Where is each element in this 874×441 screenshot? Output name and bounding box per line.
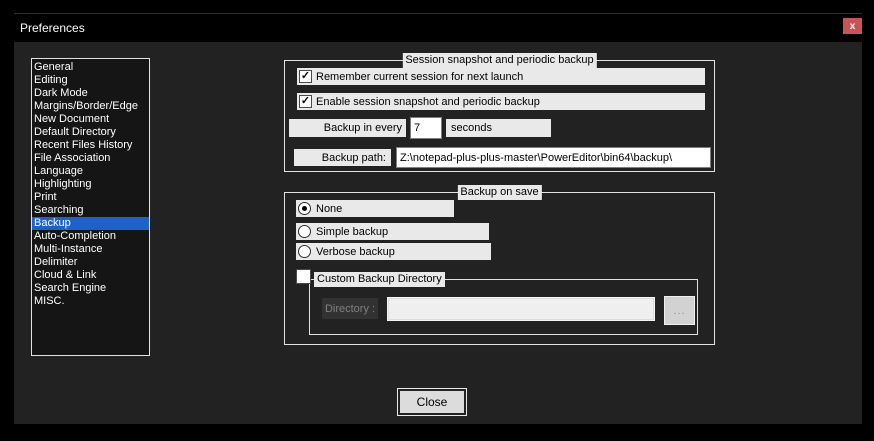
radio-option-verbose-backup[interactable]: Verbose backup [296, 243, 491, 260]
sidebar-item-searching[interactable]: Searching [34, 204, 84, 216]
remember-session-label: Remember current session for next launch [316, 70, 524, 83]
sidebar-item-new-document[interactable]: New Document [34, 113, 110, 125]
sidebar-item-misc-[interactable]: MISC. [34, 295, 65, 307]
custom-backup-directory-group: Custom Backup Directory Directory : ... [309, 272, 698, 335]
backup-interval-seconds-label: seconds [446, 119, 551, 137]
radio-icon[interactable] [298, 245, 311, 258]
sidebar-item-language[interactable]: Language [34, 165, 83, 177]
checkbox-checked-icon[interactable]: ✓ [299, 95, 312, 108]
sidebar-item-cloud-link[interactable]: Cloud & Link [34, 269, 97, 281]
radio-selected-icon[interactable] [298, 202, 311, 215]
backup-interval-input[interactable] [410, 117, 442, 139]
custom-backup-directory-checkbox[interactable] [296, 269, 311, 284]
session-snapshot-group-title: Session snapshot and periodic backup [402, 53, 597, 68]
sidebar-item-search-engine[interactable]: Search Engine [34, 282, 107, 294]
sidebar-item-recent-files-history[interactable]: Recent Files History [34, 139, 133, 151]
remember-session-checkbox[interactable]: ✓ Remember current session for next laun… [297, 68, 705, 85]
sidebar-item-highlighting[interactable]: Highlighting [34, 178, 92, 190]
radio-icon[interactable] [298, 225, 311, 238]
sidebar-item-backup[interactable]: Backup [32, 217, 149, 230]
enable-snapshot-label: Enable session snapshot and periodic bac… [316, 95, 540, 108]
custom-backup-directory-title: Custom Backup Directory [314, 272, 445, 287]
session-snapshot-group: Session snapshot and periodic backup ✓ R… [284, 53, 715, 172]
window-title: Preferences [20, 21, 85, 35]
sidebar-item-multi-instance[interactable]: Multi-Instance [34, 243, 103, 255]
radio-option-simple-backup[interactable]: Simple backup [296, 223, 489, 240]
sidebar-item-file-association[interactable]: File Association [34, 152, 111, 164]
sidebar-item-print[interactable]: Print [34, 191, 57, 203]
enable-snapshot-checkbox[interactable]: ✓ Enable session snapshot and periodic b… [297, 93, 705, 110]
sidebar-item-dark-mode[interactable]: Dark Mode [34, 87, 88, 99]
backup-on-save-group-title: Backup on save [457, 185, 542, 200]
radio-option-none[interactable]: None [296, 200, 454, 217]
sidebar-item-default-directory[interactable]: Default Directory [34, 126, 116, 138]
sidebar-item-auto-completion[interactable]: Auto-Completion [34, 230, 116, 242]
directory-label: Directory : [322, 298, 378, 319]
sidebar-item-delimiter[interactable]: Delimiter [34, 256, 78, 268]
backup-interval-label: Backup in every [289, 119, 406, 137]
titlebar[interactable]: Preferences x [14, 14, 862, 42]
sidebar-item-editing[interactable]: Editing [34, 74, 68, 86]
sidebar-item-general[interactable]: General [34, 61, 74, 73]
backup-path-label: Backup path: [294, 149, 391, 166]
directory-input [387, 297, 655, 321]
radio-option-label: Simple backup [316, 225, 389, 238]
radio-option-label: None [316, 202, 343, 215]
checkbox-checked-icon[interactable]: ✓ [299, 70, 312, 83]
browse-button: ... [664, 296, 695, 325]
radio-option-label: Verbose backup [316, 245, 395, 258]
sidebar-item-margins-border-edge[interactable]: Margins/Border/Edge [34, 100, 138, 112]
close-button[interactable]: Close [397, 388, 467, 416]
backup-path-input[interactable] [396, 147, 711, 168]
window-close-button[interactable]: x [843, 18, 862, 34]
